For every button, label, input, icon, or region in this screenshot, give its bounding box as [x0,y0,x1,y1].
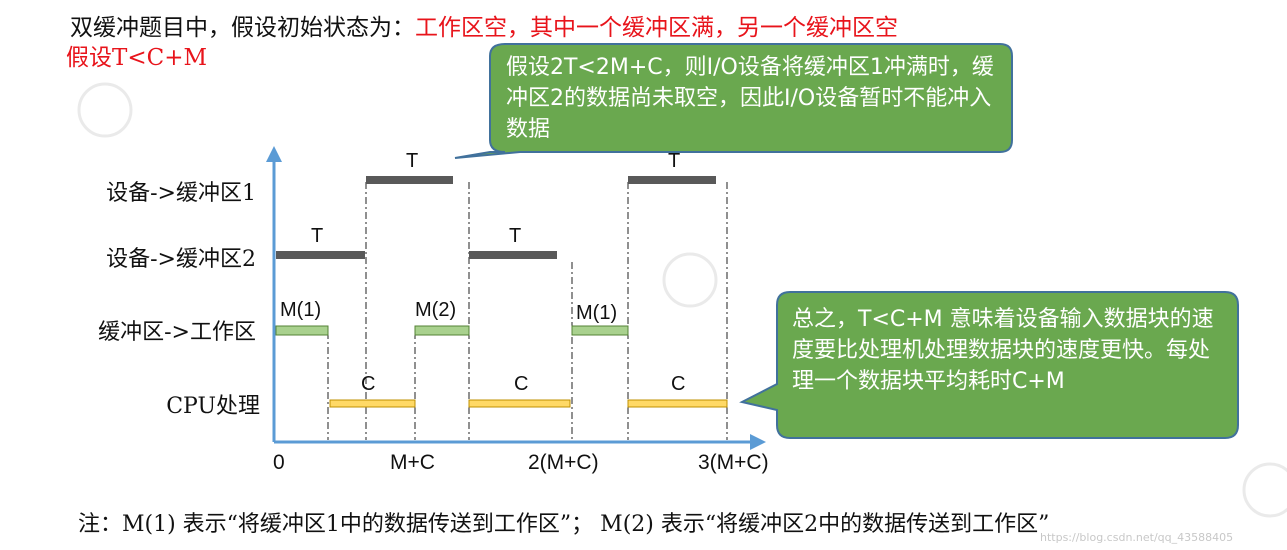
label-c2: C [514,373,529,395]
x-axis-arrow [750,434,766,450]
watermark-logo [77,82,1287,518]
header-assumption: 假设T<C+M [66,45,208,71]
guide-lines [327,182,728,440]
label-t3: T [509,225,522,247]
row-label-device-buf1: 设备->缓冲区1 [106,181,256,206]
x-tick-3: 3(M+C) [698,451,769,474]
y-axis-arrow [266,146,282,162]
bar-cpu-1 [329,399,416,408]
x-tick-2: 2(M+C) [528,451,599,474]
callout-right-text: 总之，T<C+M 意味着设备输入数据块的速度要比处理机处理数据块的速度更快。每处… [792,307,1214,394]
label-c3: C [671,373,686,395]
row-label-device-buf2: 设备->缓冲区2 [106,247,256,272]
label-c1: C [361,373,376,395]
bar-transfer-m2 [414,325,470,336]
label-m1a: M(1) [280,299,322,321]
header-line1: 双缓冲题目中，假设初始状态为：工作区空，其中一个缓冲区满，另一个缓冲区空 [70,8,898,42]
x-tick-1: M+C [390,451,435,474]
bar-transfer-m1a [275,325,329,336]
label-t2: T [311,225,324,247]
label-t4: T [668,150,681,172]
bar-device-buf2-1 [276,251,365,259]
callout-top-shape [454,43,1013,159]
label-t1: T [406,150,419,172]
bar-device-buf1-1 [366,176,453,184]
callout-top-text: 假设2T<2M+C，则I/O设备将缓冲区1冲满时，缓冲区2的数据尚未取空，因此I… [506,55,994,142]
row-label-buf-work: 缓冲区->工作区 [98,320,256,345]
callout-right-shape [739,291,1239,439]
bar-cpu-3 [627,399,728,408]
label-m1b: M(1) [576,302,618,324]
header-highlight: 工作区空，其中一个缓冲区满，另一个缓冲区空 [415,15,898,41]
footnote: 注：M(1) 表示“将缓冲区1中的数据传送到工作区”； M(2) 表示“将缓冲区… [78,512,1050,537]
bar-cpu-2 [468,399,571,408]
x-tick-0: 0 [273,451,285,474]
bar-transfer-m1b [571,325,629,336]
watermark-url: https://blog.csdn.net/qq_43588405 [1040,531,1234,544]
bar-device-buf2-2 [469,251,557,259]
row-label-cpu: CPU处理 [166,394,260,419]
label-m2: M(2) [415,299,457,321]
header-prefix: 双缓冲题目中，假设初始状态为： [70,15,415,41]
bar-device-buf1-2 [628,176,716,184]
